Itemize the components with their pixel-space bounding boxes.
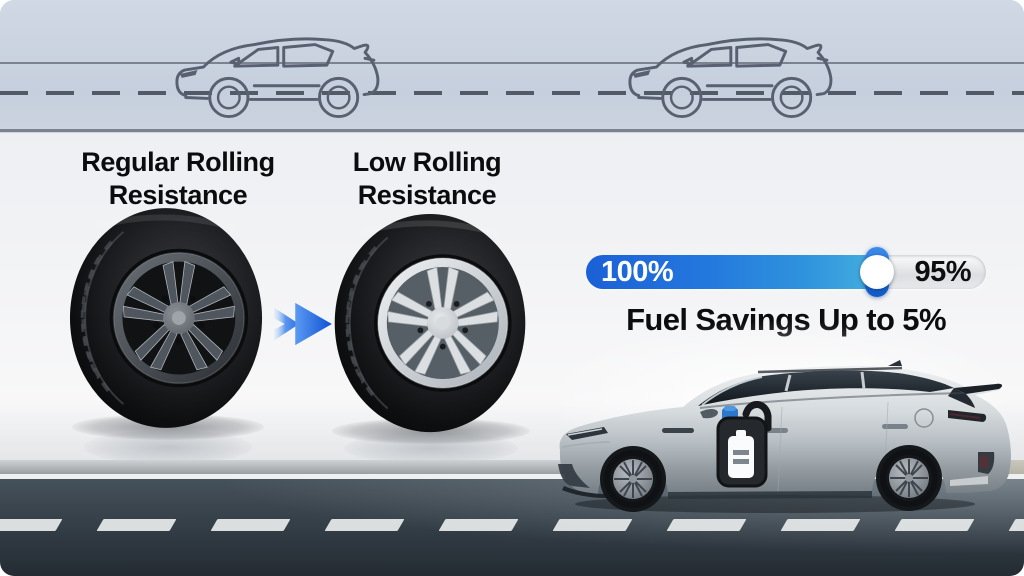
title-line: Low Rolling bbox=[352, 147, 502, 177]
silver-suv-side-photo bbox=[558, 360, 1011, 513]
lane-marking bbox=[96, 519, 177, 531]
low-rolling-resistance-title: Low Rolling Resistance bbox=[300, 146, 554, 212]
gauge-handle[interactable] bbox=[859, 247, 894, 297]
road-edge-line bbox=[0, 62, 1024, 64]
suv-front-wheel bbox=[600, 446, 666, 512]
gauge-start-value: 100% bbox=[601, 256, 674, 288]
lane-marking bbox=[324, 519, 405, 531]
lane-marking bbox=[210, 519, 291, 531]
gauge-knob[interactable] bbox=[859, 255, 894, 289]
gauge-track[interactable]: 100% 95% bbox=[586, 247, 986, 297]
fuel-pump-battery-icon bbox=[716, 401, 772, 488]
lane-marking bbox=[0, 519, 63, 531]
regular-rolling-resistance-title: Regular Rolling Resistance bbox=[36, 146, 320, 212]
sky-road-band bbox=[0, 0, 1024, 133]
title-line: Resistance bbox=[108, 180, 248, 210]
tire-reflection bbox=[344, 432, 518, 464]
tire-dark-alloy-image bbox=[69, 208, 263, 428]
road-edge-marking bbox=[0, 474, 1024, 479]
suv-outline-icon bbox=[175, 37, 380, 119]
road-center-dashed-line bbox=[0, 91, 1024, 95]
lane-marking bbox=[438, 519, 519, 531]
fuel-savings-gauge: 100% 95% Fuel Savings Up to 5% bbox=[586, 247, 986, 338]
tire-silver-alloy-image bbox=[334, 213, 526, 433]
suv-rear-wheel bbox=[876, 445, 942, 511]
suv-outline-icon bbox=[628, 37, 833, 119]
title-line: Regular Rolling bbox=[81, 147, 275, 177]
road-edge-line-bottom bbox=[0, 129, 1024, 132]
title-line: Resistance bbox=[357, 180, 497, 210]
gauge-end-value: 95% bbox=[914, 256, 971, 288]
gauge-fill bbox=[586, 255, 877, 289]
tire-reflection bbox=[84, 430, 252, 464]
arrow-right-icon bbox=[274, 302, 332, 346]
